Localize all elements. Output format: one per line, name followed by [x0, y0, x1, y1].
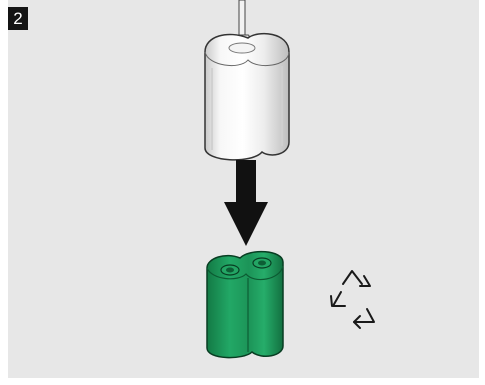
- recycle-icon: [330, 270, 375, 329]
- arrow-down-icon: [224, 160, 268, 246]
- step-number-badge: 2: [8, 7, 28, 30]
- battery-housing-icon: [204, 32, 290, 161]
- battery-pack-icon: [206, 250, 284, 359]
